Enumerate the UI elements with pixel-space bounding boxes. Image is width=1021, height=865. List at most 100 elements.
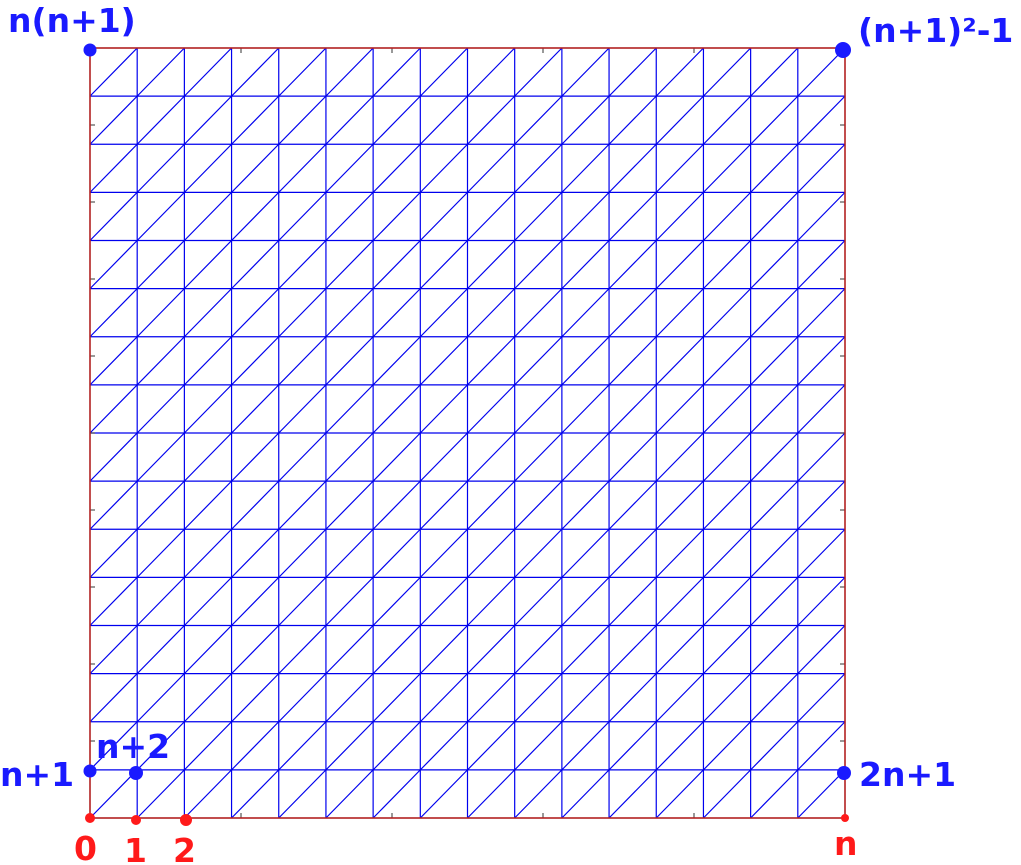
mesh-diagonal-line <box>655 528 704 578</box>
mesh-diagonal-line <box>136 673 185 723</box>
mesh-diagonal-line <box>278 191 327 241</box>
mesh-diagonal-line <box>797 95 846 145</box>
mesh-diagonal-line <box>608 191 657 241</box>
mesh-diagonal-line <box>561 288 610 338</box>
mesh-diagonal-line <box>703 95 752 145</box>
mesh-diagonal-line <box>372 769 421 819</box>
mesh-diagonal-line <box>750 721 799 771</box>
mesh-diagonal-line <box>136 721 185 771</box>
label-bottom-0: 0 <box>74 829 97 865</box>
node-bottom-0 <box>85 813 95 823</box>
mesh-diagonal-line <box>231 528 280 578</box>
mesh-diagonal-line <box>372 384 421 434</box>
mesh-diagonal-line <box>608 480 657 530</box>
mesh-diagonal-line <box>89 384 138 434</box>
mesh-diagonal-line <box>278 480 327 530</box>
mesh-diagonal-line <box>608 336 657 386</box>
mesh-diagonal-line <box>514 625 563 675</box>
mesh-diagonal-line <box>703 625 752 675</box>
mesh-diagonal-line <box>325 336 374 386</box>
mesh-diagonal-line <box>89 95 138 145</box>
mesh-lines <box>89 47 846 819</box>
mesh-diagonal-line <box>797 143 846 193</box>
mesh-diagonal-line <box>183 95 232 145</box>
mesh-diagonal-line <box>655 769 704 819</box>
mesh-diagonal-line <box>561 47 610 97</box>
mesh-diagonal-line <box>467 432 516 482</box>
mesh-diagonal-line <box>797 769 846 819</box>
mesh-diagonal-line <box>750 625 799 675</box>
mesh-diagonal-line <box>183 673 232 723</box>
mesh-diagonal-line <box>797 384 846 434</box>
mesh-diagonal-line <box>89 288 138 338</box>
mesh-diagonal-line <box>750 336 799 386</box>
mesh-diagonal-line <box>89 143 138 193</box>
mesh-diagonal-line <box>514 47 563 97</box>
mesh-diagonal-line <box>231 336 280 386</box>
mesh-diagonal-line <box>797 47 846 97</box>
mesh-diagonal-line <box>183 769 232 819</box>
mesh-diagonal-line <box>561 528 610 578</box>
mesh-diagonal-line <box>703 576 752 626</box>
mesh-diagonal-line <box>419 721 468 771</box>
mesh-diagonal-line <box>278 240 327 290</box>
mesh-diagonal-line <box>750 480 799 530</box>
mesh-diagonal-line <box>655 384 704 434</box>
mesh-diagonal-line <box>231 673 280 723</box>
mesh-diagonal-line <box>467 625 516 675</box>
mesh-diagonal-line <box>278 288 327 338</box>
mesh-diagonal-line <box>514 95 563 145</box>
mesh-diagonal-line <box>325 721 374 771</box>
mesh-diagonal-line <box>278 673 327 723</box>
mesh-diagonal-line <box>655 95 704 145</box>
mesh-diagonal-line <box>655 721 704 771</box>
mesh-diagonal-line <box>136 336 185 386</box>
mesh-diagonal-line <box>608 721 657 771</box>
mesh-diagonal-line <box>325 673 374 723</box>
mesh-diagonal-line <box>372 288 421 338</box>
mesh-diagonal-line <box>467 673 516 723</box>
mesh-diagonal-line <box>231 721 280 771</box>
mesh-diagonal-line <box>703 288 752 338</box>
mesh-diagonal-line <box>325 288 374 338</box>
mesh-diagonal-line <box>703 769 752 819</box>
mesh-diagonal-line <box>608 576 657 626</box>
mesh-diagonal-line <box>372 673 421 723</box>
mesh-diagonal-line <box>797 240 846 290</box>
mesh-diagonal-line <box>231 576 280 626</box>
mesh-diagonal-line <box>655 576 704 626</box>
label-bottom-1: 1 <box>124 831 147 865</box>
mesh-diagonal-line <box>561 480 610 530</box>
mesh-diagonal-line <box>514 336 563 386</box>
mesh-diagonal-line <box>655 143 704 193</box>
mesh-diagonal-line <box>231 191 280 241</box>
mesh-diagonal-line <box>372 576 421 626</box>
mesh-diagonal-line <box>278 432 327 482</box>
mesh-diagonal-line <box>703 721 752 771</box>
mesh-diagonal-line <box>797 528 846 578</box>
node-bottom-2 <box>180 814 192 826</box>
mesh-diagonal-line <box>89 721 138 771</box>
node-left-row1 <box>83 764 97 778</box>
mesh-diagonal-line <box>561 384 610 434</box>
mesh-diagonal-line <box>89 47 138 97</box>
mesh-diagonal-line <box>325 576 374 626</box>
mesh-diagonal-line <box>325 769 374 819</box>
mesh-diagonal-line <box>608 528 657 578</box>
mesh-diagonal-line <box>372 240 421 290</box>
node-bottom-n <box>841 814 849 822</box>
mesh-diagonal-line <box>136 432 185 482</box>
mesh-diagonal-line <box>419 95 468 145</box>
mesh-diagonal-line <box>561 240 610 290</box>
mesh-diagonal-line <box>325 480 374 530</box>
mesh-diagonal-line <box>89 240 138 290</box>
mesh-diagonal-line <box>89 432 138 482</box>
mesh-diagonal-line <box>136 769 185 819</box>
mesh-diagonal-line <box>655 625 704 675</box>
mesh-diagonal-line <box>750 95 799 145</box>
mesh-diagonal-line <box>372 625 421 675</box>
domain-boundary <box>89 47 846 819</box>
mesh-diagonal-line <box>183 528 232 578</box>
mesh-diagonal-line <box>89 528 138 578</box>
mesh-diagonal-line <box>750 288 799 338</box>
